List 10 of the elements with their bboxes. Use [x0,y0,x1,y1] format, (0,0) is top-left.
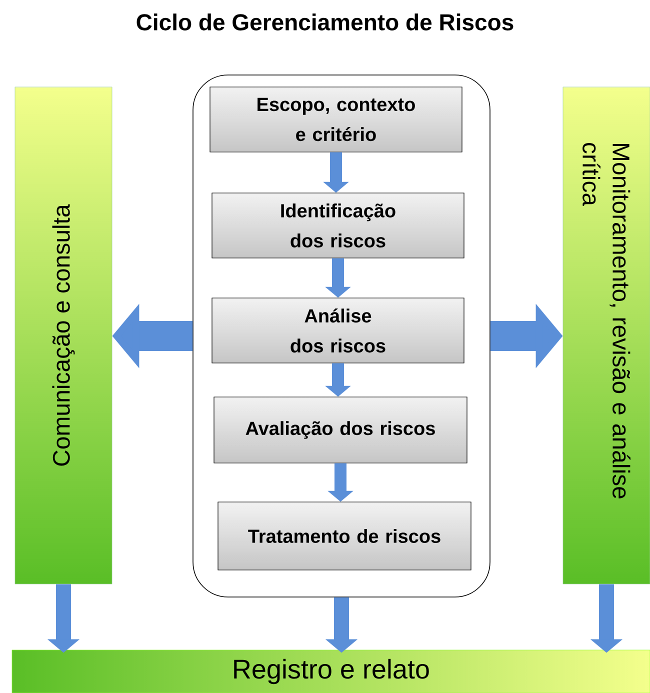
rounded-frame [192,74,490,598]
process-box: Identificação dos riscos [212,192,464,258]
process-box: Avaliação dos riscos [214,396,468,464]
process-box: Análise dos riscos [212,298,464,364]
title: Ciclo de Gerenciamento de Riscos [136,14,514,30]
process-box: Tratamento de riscos [218,502,472,570]
side-bar: Comunicação e consulta [14,86,112,584]
side-bar: Monitoramento, revisão e análise crítica [562,86,650,584]
bottom-bar: Registro e relato [12,650,650,693]
process-box: Escopo, contexto e critério [210,86,462,152]
